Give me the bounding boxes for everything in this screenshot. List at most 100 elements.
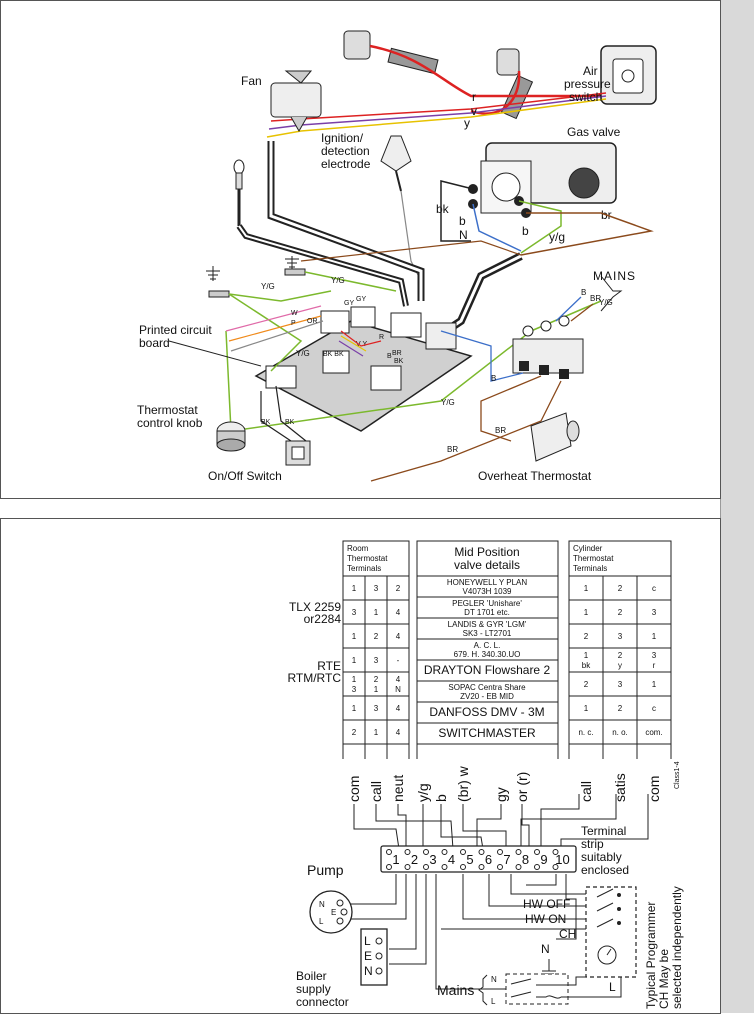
terminal-screw	[552, 849, 559, 855]
room-cell: 2	[352, 728, 357, 737]
mains-n: N	[491, 975, 497, 984]
valve-name: PEGLER 'Unishare'	[452, 599, 522, 608]
room-cell: 3	[374, 704, 379, 713]
pump-connector-icon	[309, 890, 353, 934]
terminal-screw	[404, 849, 411, 855]
connection-lines	[353, 794, 649, 850]
boiler-title-3: connector	[296, 995, 349, 1009]
cyl-cell: 2	[584, 632, 589, 641]
valve-details-table: Mid Position valve details HONEYWELL Y P…	[416, 540, 559, 759]
room-cell: 1	[352, 656, 357, 665]
wire-label-br-mains: BR	[590, 294, 601, 303]
on-off-switch-label: On/Off Switch	[208, 469, 282, 483]
cyl-header-2: Thermostat	[573, 554, 614, 563]
valve-model: ZV20 - EB MID	[460, 692, 514, 701]
cyl-cell: n. o.	[612, 728, 628, 737]
valve-model: DT 1701 etc.	[464, 608, 510, 617]
column-label: call	[578, 781, 594, 802]
valve-model: 679. H. 340.30.UO	[454, 650, 521, 659]
detection-probe-icon	[233, 159, 245, 226]
terminal-screw	[460, 849, 466, 855]
room-cell: 3	[352, 685, 357, 694]
programmer-hw-on: HW ON	[525, 912, 566, 926]
on-off-switch-icon	[285, 440, 311, 466]
terminal-screw	[552, 864, 559, 870]
boiler-title-2: supply	[296, 982, 331, 996]
valve-model: V4073H 1039	[463, 587, 512, 596]
pump-l: L	[319, 917, 324, 926]
column-label: satis	[612, 773, 628, 802]
tlx-label-2: or2284	[304, 612, 342, 626]
room-cell: 1	[352, 675, 357, 684]
room-cell: 3	[374, 584, 379, 593]
gas-valve-label: Gas valve	[567, 125, 621, 139]
fan-icon	[270, 70, 322, 133]
terminal-screw	[534, 849, 540, 855]
wire-label-yg3: Y/G	[296, 349, 310, 358]
terminal-screw	[515, 849, 522, 855]
programmer-side-1: Typical Programmer	[644, 902, 658, 1009]
room-header-1: Room	[347, 544, 369, 553]
valve-header-2: valve details	[454, 558, 520, 572]
programmer-side-2: CH May be	[657, 949, 671, 1009]
valve-name: SOPAC Centra Share	[448, 683, 526, 692]
column-label: call	[368, 781, 384, 802]
wire-label-bk5: BK	[285, 419, 295, 426]
room-cell: 4	[396, 704, 401, 713]
thermostat-knob-label-2: control knob	[137, 416, 203, 430]
valve-name: DANFOSS DMV - 3M	[429, 705, 544, 719]
cyl-cell: 1	[584, 608, 589, 617]
boiler-n: N	[364, 964, 373, 978]
wire-label-y: y	[464, 116, 470, 130]
wire-label-yg-mains: Y/G	[599, 298, 613, 307]
valve-name: A. C. L.	[474, 641, 501, 650]
cyl-cell: 3	[652, 608, 657, 617]
terminal-label-2: strip	[581, 837, 604, 851]
cyl-cell: 2	[584, 680, 589, 689]
room-cell: 1	[352, 584, 357, 593]
room-cell: 2	[374, 632, 379, 641]
cyl-cell: 2	[618, 651, 623, 660]
terminal-screw	[460, 864, 466, 870]
right-sidebar	[720, 0, 754, 1013]
cyl-cell: c	[652, 704, 656, 713]
programmer-ch: CH	[559, 927, 576, 941]
room-cell: 1	[352, 704, 357, 713]
column-label: gy	[493, 787, 509, 802]
wire-label-yg4: Y/G	[441, 398, 455, 407]
wire-label-b-term: B	[491, 374, 496, 383]
room-cell: 2	[374, 675, 379, 684]
column-label: y/g	[415, 783, 431, 802]
valve-name: LANDIS & GYR 'LGM'	[448, 620, 527, 629]
room-cell: 3	[352, 608, 357, 617]
terminal-number: 7	[503, 852, 510, 867]
wire-label-br3: BR	[392, 350, 402, 357]
boiler-title-1: Boiler	[296, 969, 327, 983]
valve-header-1: Mid Position	[454, 545, 519, 559]
programmer-l: L	[609, 980, 616, 994]
ignition-label-1: Ignition/	[321, 131, 364, 145]
wire-label-rr: R	[379, 334, 384, 341]
terminal-label-1: Terminal	[581, 824, 626, 838]
room-cell: 3	[374, 656, 379, 665]
room-cell: 4	[396, 608, 401, 617]
cyl-cell: 1	[584, 584, 589, 593]
rte-label-1: RTE	[317, 659, 341, 673]
wire-label-gy: GY	[344, 300, 354, 307]
terminal-screw	[441, 864, 448, 870]
room-cell: 1	[374, 685, 379, 694]
air-pressure-switch-icon	[600, 45, 657, 105]
cyl-cell: 2	[618, 608, 623, 617]
cyl-cell: r	[653, 661, 656, 670]
thermostat-control-knob-icon	[216, 421, 246, 452]
thermostat-knob-label-1: Thermostat	[137, 403, 198, 417]
pump-e: E	[331, 908, 336, 917]
